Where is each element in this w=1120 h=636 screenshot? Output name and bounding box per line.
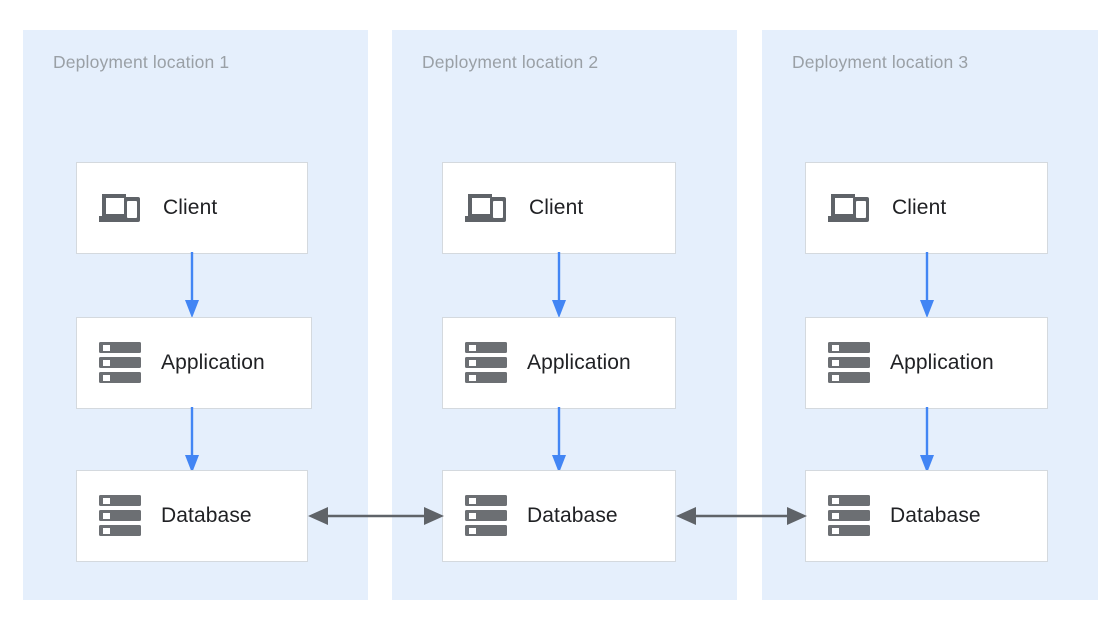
panel-title-1: Deployment location 1 xyxy=(53,52,230,72)
arrow-client-to-application-3 xyxy=(920,252,934,318)
arrow-application-to-database-2 xyxy=(552,407,566,473)
node-database-1[interactable]: Database xyxy=(76,470,308,562)
node-label-application-2: Application xyxy=(527,351,631,374)
node-label-database-2: Database xyxy=(527,504,618,527)
server-icon xyxy=(99,494,141,538)
server-icon xyxy=(828,494,870,538)
node-label-database-1: Database xyxy=(161,504,252,527)
devices-icon xyxy=(465,190,509,226)
panel-title-3: Deployment location 3 xyxy=(792,52,969,72)
node-database-2[interactable]: Database xyxy=(442,470,676,562)
devices-icon xyxy=(99,190,143,226)
devices-icon xyxy=(828,190,872,226)
node-application-3[interactable]: Application xyxy=(805,317,1048,409)
node-label-database-3: Database xyxy=(890,504,981,527)
node-label-client-2: Client xyxy=(529,196,584,219)
node-application-1[interactable]: Application xyxy=(76,317,312,409)
node-client-1[interactable]: Client xyxy=(76,162,308,254)
server-icon xyxy=(465,494,507,538)
arrow-application-to-database-1 xyxy=(185,407,199,473)
arrow-database-2-to-database-3 xyxy=(676,507,807,525)
node-label-client-3: Client xyxy=(892,196,947,219)
panel-title-2: Deployment location 2 xyxy=(422,52,599,72)
arrow-client-to-application-1 xyxy=(185,252,199,318)
node-label-application-3: Application xyxy=(890,351,994,374)
server-icon xyxy=(99,341,141,385)
node-label-application-1: Application xyxy=(161,351,265,374)
arrow-client-to-application-2 xyxy=(552,252,566,318)
node-client-2[interactable]: Client xyxy=(442,162,676,254)
node-label-client-1: Client xyxy=(163,196,218,219)
node-application-2[interactable]: Application xyxy=(442,317,676,409)
arrow-database-1-to-database-2 xyxy=(308,507,444,525)
arrow-application-to-database-3 xyxy=(920,407,934,473)
server-icon xyxy=(828,341,870,385)
server-icon xyxy=(465,341,507,385)
node-database-3[interactable]: Database xyxy=(805,470,1048,562)
node-client-3[interactable]: Client xyxy=(805,162,1048,254)
